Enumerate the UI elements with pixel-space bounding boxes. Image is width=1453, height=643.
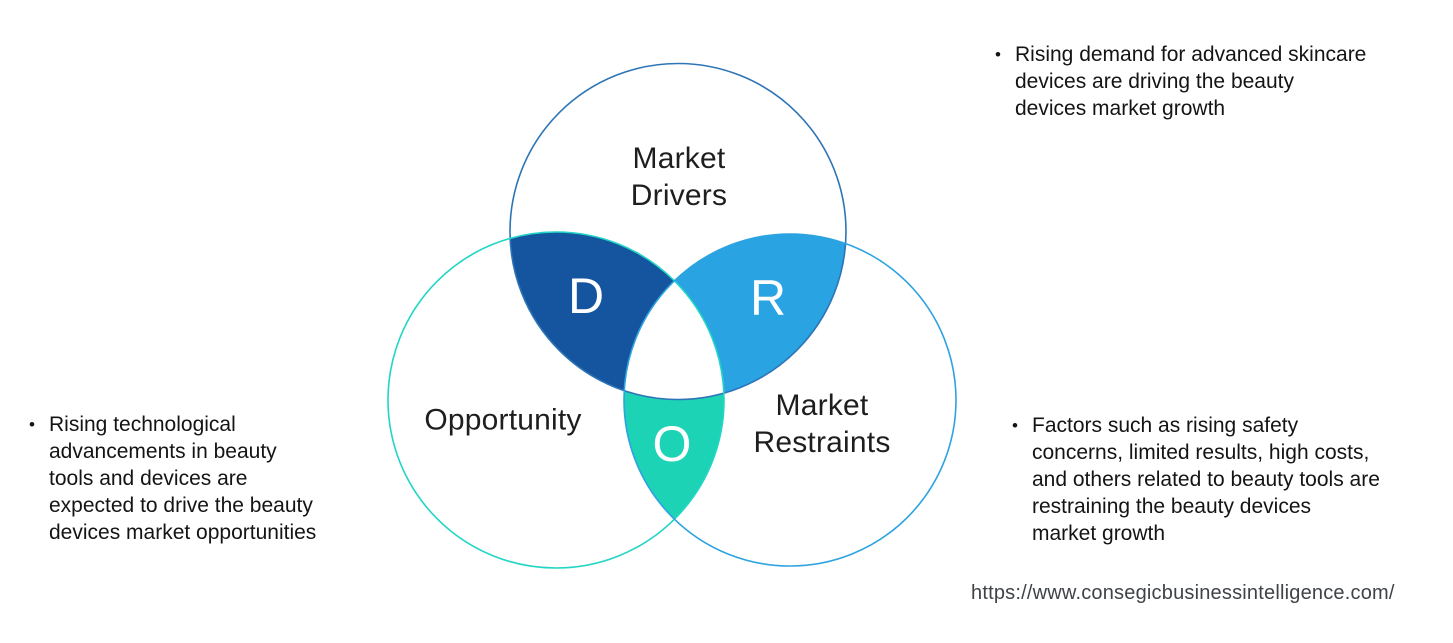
bullet-opportunity-text: Rising technological advancements in bea…	[49, 413, 317, 544]
bullet-drivers-text: Rising demand for advanced skincare devi…	[1015, 43, 1367, 120]
bullet-opportunity: • Rising technological advancements in b…	[29, 411, 316, 546]
letter-o: O	[652, 416, 692, 472]
circle-drivers-outline	[509, 62, 847, 401]
bullet-restraints: • Factors such as rising safety concerns…	[1012, 412, 1380, 547]
letter-r: R	[749, 270, 787, 326]
label-market-restraints: Market Restraints	[753, 389, 891, 459]
circle-restraints-outline	[623, 233, 957, 567]
letter-d: D	[567, 268, 605, 324]
source-url: https://www.consegicbusinessintelligence…	[971, 582, 1395, 604]
bullet-marker-icon: •	[29, 415, 35, 434]
label-opportunity: Opportunity	[424, 403, 582, 437]
bullet-marker-icon: •	[1012, 416, 1018, 435]
circle-opportunity-outline	[387, 231, 725, 569]
bullet-drivers: • Rising demand for advanced skincare de…	[995, 41, 1366, 122]
petal-d-region	[510, 232, 724, 400]
petal-r-region	[624, 234, 846, 400]
bullet-restraints-text: Factors such as rising safety concerns, …	[1032, 414, 1380, 545]
bullet-marker-icon: •	[995, 45, 1001, 64]
label-market-drivers: Market Drivers	[630, 142, 728, 212]
